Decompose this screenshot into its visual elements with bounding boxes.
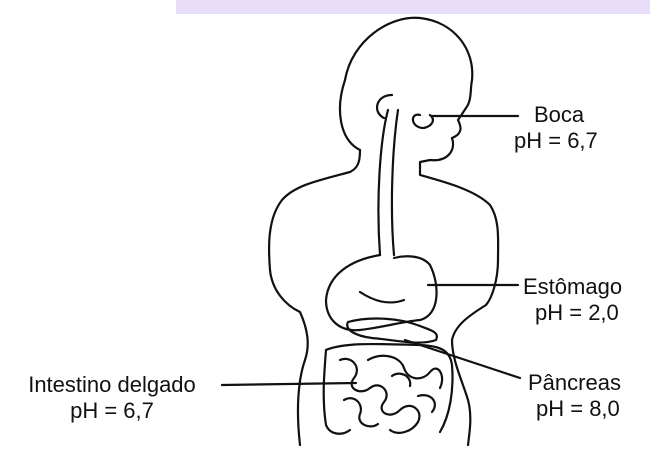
pointer-pancreas: [405, 340, 520, 378]
label-boca: Boca pH = 6,7: [520, 102, 598, 154]
label-estomago-name: Estômago: [523, 274, 622, 300]
esophagus: [378, 110, 388, 255]
label-intestino: Intestino delgado pH = 6,7: [8, 372, 216, 424]
label-pancreas-ph: pH = 8,0: [536, 396, 621, 422]
mouth: [413, 115, 433, 128]
label-estomago-ph: pH = 2,0: [535, 300, 622, 326]
pointer-intestino: [222, 383, 356, 385]
label-pancreas-name: Pâncreas: [522, 370, 621, 396]
label-boca-name: Boca: [520, 102, 598, 128]
label-pancreas: Pâncreas pH = 8,0: [522, 370, 621, 422]
label-estomago: Estômago pH = 2,0: [523, 274, 622, 326]
label-intestino-name: Intestino delgado: [8, 372, 216, 398]
body-outline: [340, 18, 498, 445]
label-boca-ph: pH = 6,7: [514, 128, 598, 154]
label-intestino-ph: pH = 6,7: [8, 398, 216, 424]
small-intestine: [340, 359, 419, 433]
large-intestine: [324, 350, 350, 434]
